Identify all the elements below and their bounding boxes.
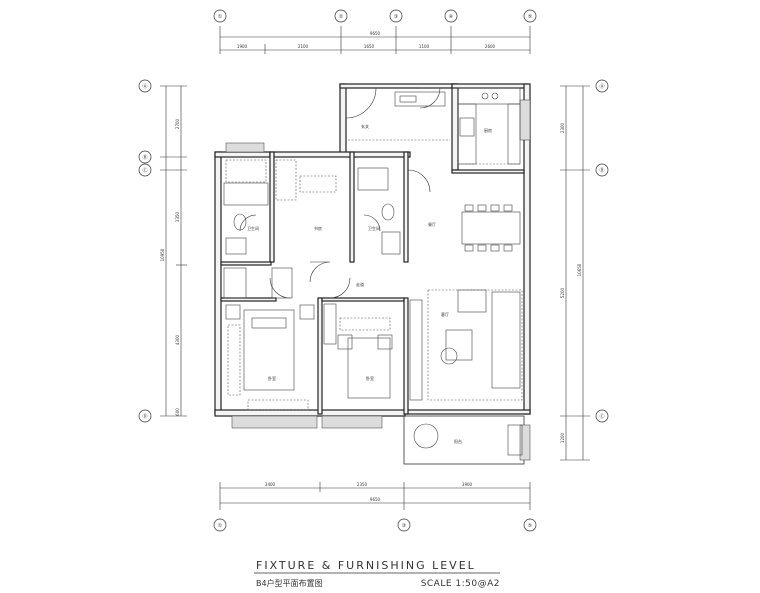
right-total-dimension: 10650	[577, 263, 582, 276]
title-block: FIXTURE & FURNISHING LEVEL B4户型平面布置图 SCA…	[254, 559, 500, 589]
entry-fixtures	[348, 91, 450, 141]
doors	[239, 87, 441, 299]
left-dimension-2: 3350	[175, 211, 180, 222]
grid-bubble-left-b: Ⓑ	[142, 154, 147, 161]
grid-bubble-top-2: ②	[339, 14, 344, 20]
right-grid-bubbles: Ⓐ Ⓑ Ⓒ	[595, 79, 609, 423]
top-dimension-5: 2600	[485, 44, 496, 49]
grid-bubble-bottom-1: ①	[218, 523, 223, 529]
dining-set	[461, 204, 521, 252]
exterior-walls	[214, 83, 531, 417]
grid-bubble-bottom-3: ③	[402, 523, 406, 529]
room-label-hall: 走道	[356, 281, 364, 287]
top-dimension-chain: 9650 1900 2100 1650 1100 2600	[219, 26, 531, 54]
room-label-bathroom-2: 卫生间	[368, 225, 380, 231]
drawing-subtitle: B4户型平面布置图	[256, 578, 323, 588]
top-dimension-4: 1100	[419, 44, 430, 49]
grid-bubble-bottom-5: ⑤	[528, 523, 532, 529]
grid-bubble-top-5: ⑤	[528, 14, 532, 20]
bottom-grid-bubbles: ① ③ ⑤	[213, 518, 537, 532]
grid-bubble-left-d: Ⓓ	[142, 413, 147, 420]
room-label-entry: 玄关	[361, 123, 369, 129]
drawing-scale: SCALE 1:50@A2	[421, 579, 500, 589]
left-dimension-4: 600	[175, 408, 180, 416]
right-dimension-2: 5200	[560, 287, 565, 298]
room-label-study: 书房	[314, 225, 322, 231]
bottom-dimension-chain: 3400 2350 3900 9650	[219, 482, 531, 510]
left-dimension-chain: 10950 2700 3350 4300 600	[160, 85, 187, 417]
top-dimension-1: 1900	[237, 44, 248, 49]
living-set	[409, 289, 523, 401]
room-label-bedroom-2: 卧室	[366, 375, 374, 381]
room-labels: 玄关 厨房 餐厅 卫生间 书房 卫生间 走道 客厅 卧室 卧室 阳台	[247, 123, 492, 444]
top-grid-bubbles: ① ② ③ ④ ⑤	[213, 9, 537, 23]
room-label-bedroom-1: 卧室	[268, 375, 276, 381]
left-grid-bubbles: Ⓐ Ⓑ Ⓒ Ⓓ	[138, 79, 152, 423]
grid-bubble-right-a: Ⓐ	[599, 83, 604, 90]
wardrobes	[223, 267, 337, 345]
bottom-total-dimension: 9650	[370, 497, 381, 502]
right-dimension-3: 1200	[560, 432, 565, 443]
room-label-living: 客厅	[441, 311, 449, 317]
bottom-dimension-3: 3900	[462, 482, 473, 487]
grid-bubble-top-1: ①	[218, 14, 223, 20]
grid-bubble-right-b: Ⓑ	[599, 167, 604, 174]
bedroom-1-set	[225, 304, 315, 411]
grid-bubble-right-c: Ⓒ	[599, 413, 604, 420]
right-dimension-chain: 10650 2300 5200 1200	[560, 85, 590, 461]
top-dimension-2: 2100	[298, 44, 309, 49]
grid-bubble-top-4: ④	[449, 14, 454, 20]
left-dimension-3: 4300	[175, 334, 180, 345]
grid-bubble-top-3: ③	[394, 14, 398, 20]
top-total-dimension: 9650	[370, 31, 381, 36]
balcony-set	[413, 423, 523, 456]
bottom-dimension-1: 3400	[265, 482, 276, 487]
bathroom-1-fixtures	[223, 159, 269, 255]
grid-bubble-left-c: Ⓒ	[142, 167, 147, 174]
room-label-dining: 餐厅	[428, 221, 436, 227]
room-label-balcony: 阳台	[454, 438, 462, 444]
bedroom-2-set	[337, 317, 393, 399]
bottom-dimension-2: 2350	[357, 482, 368, 487]
kitchen-fixtures	[457, 87, 521, 165]
study-fixtures	[275, 159, 337, 201]
top-dimension-3: 1650	[364, 44, 375, 49]
windows	[225, 99, 531, 465]
room-label-bathroom-1: 卫生间	[247, 225, 259, 231]
left-dimension-1: 2700	[175, 118, 180, 129]
right-dimension-1: 2300	[560, 122, 565, 133]
drawing-title: FIXTURE & FURNISHING LEVEL	[256, 559, 476, 572]
room-label-kitchen: 厨房	[484, 127, 492, 133]
left-total-dimension: 10950	[160, 248, 165, 261]
grid-bubble-left-a: Ⓐ	[142, 83, 147, 90]
bathroom-2-fixtures	[357, 167, 401, 255]
